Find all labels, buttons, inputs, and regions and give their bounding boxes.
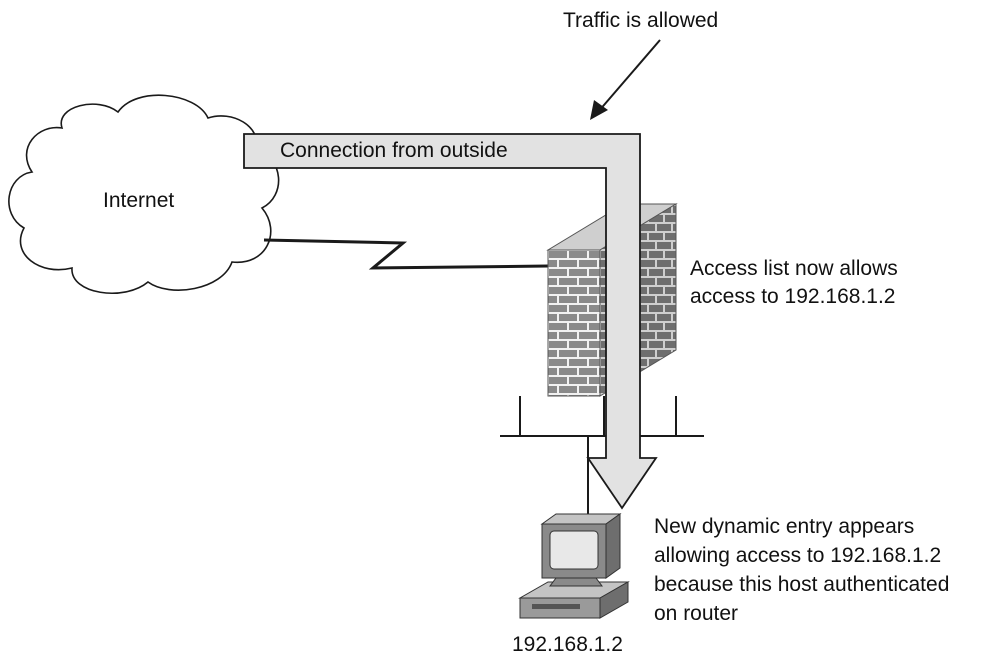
access-list-label-line-1: Access list now allows [690,257,898,280]
traffic-allowed-label: Traffic is allowed [563,9,719,32]
connection-arrow [243,133,658,510]
internet-cloud-icon [8,94,280,294]
dynamic-entry-label-line-4: on router [654,602,739,625]
traffic-pointer-arrow [590,39,661,120]
serial-link-icon [263,238,549,270]
dynamic-entry-label-line-3: because this host authenticated [654,573,950,596]
access-list-label-line-2: access to 192.168.1.2 [690,285,896,308]
internet-label: Internet [103,189,175,212]
dynamic-entry-label-line-1: New dynamic entry appears [654,515,915,538]
host-ip-label: 192.168.1.2 [512,633,623,656]
dynamic-entry-label-line-2: allowing access to 192.168.1.2 [654,544,942,567]
connection-from-outside-label: Connection from outside [280,139,508,162]
lan-segment [500,396,704,516]
workstation-icon [518,513,630,619]
